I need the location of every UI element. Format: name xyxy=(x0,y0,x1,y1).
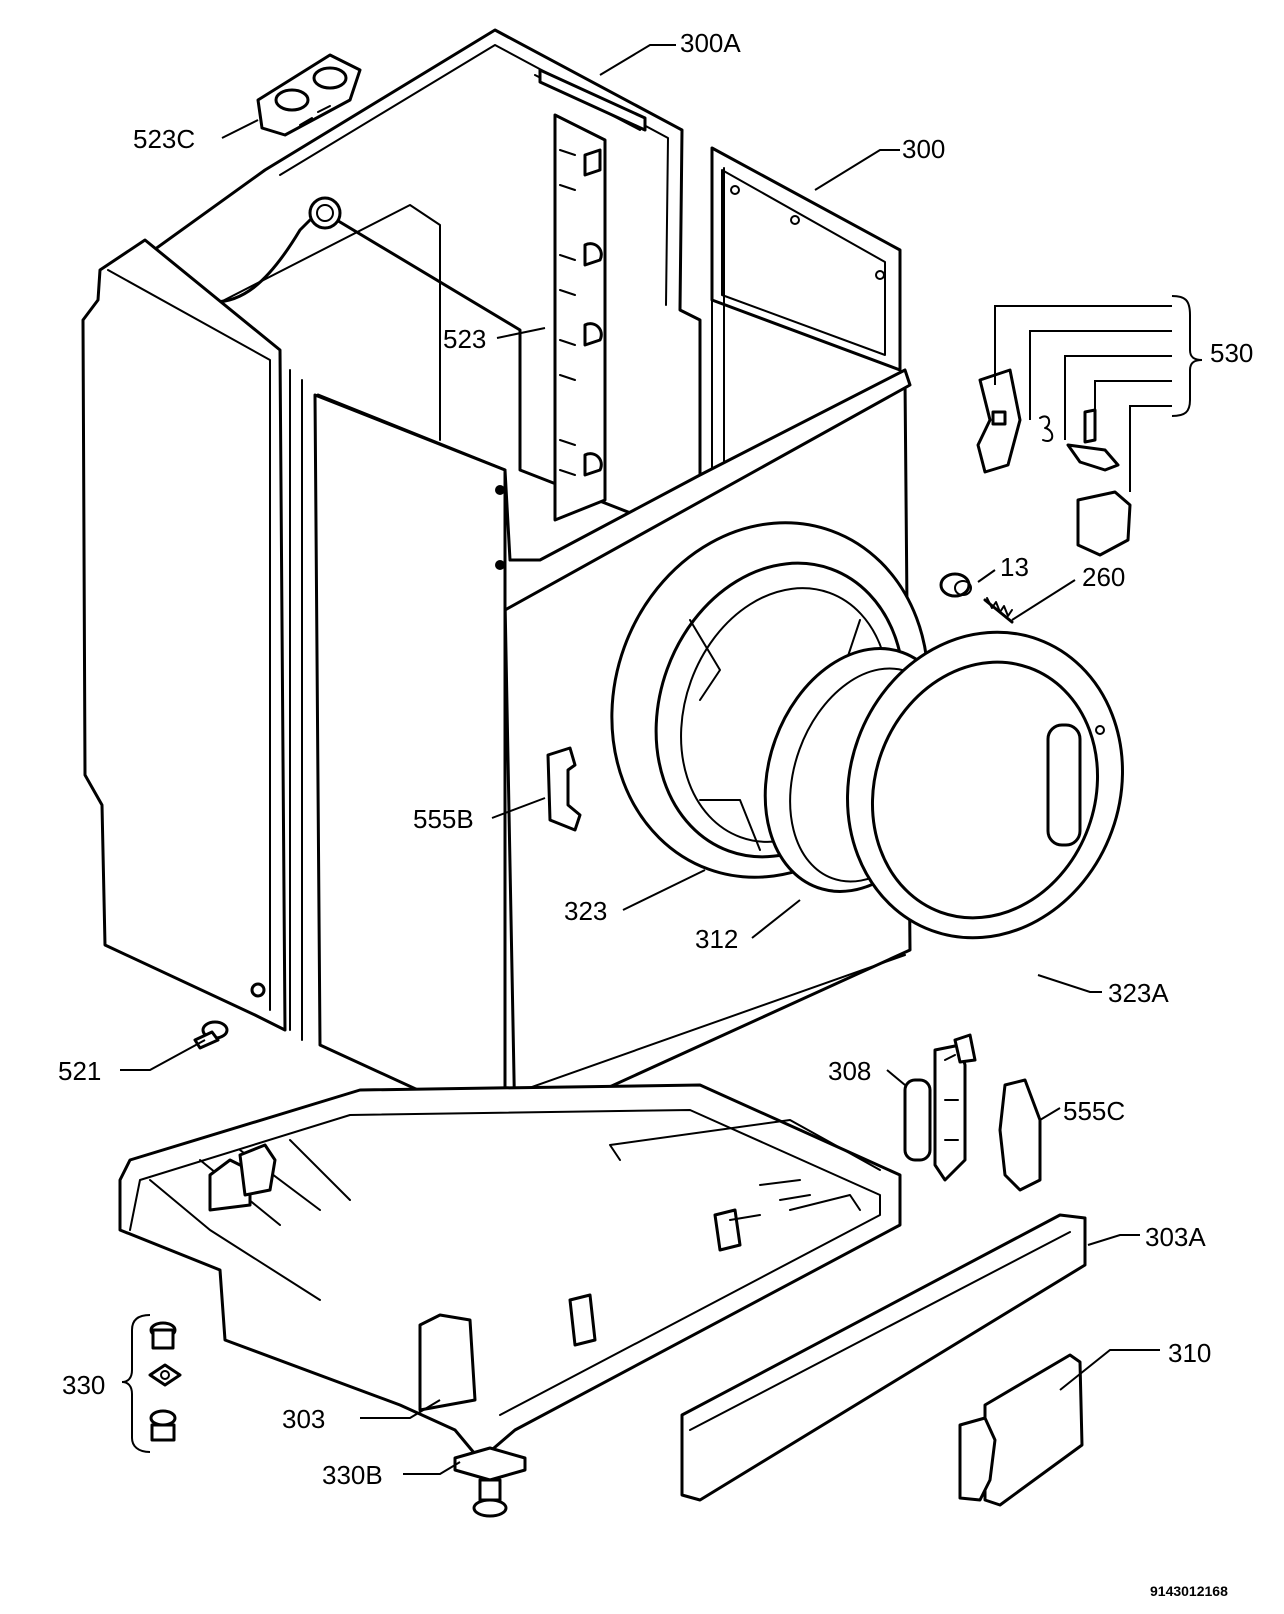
part-523C-clip xyxy=(256,53,362,137)
label-308: 308 xyxy=(828,1056,871,1086)
part-523-bracket-strip xyxy=(553,113,607,522)
document-code: 9143012168 xyxy=(1150,1583,1228,1599)
label-521: 521 xyxy=(58,1056,101,1086)
part-308-hinge xyxy=(903,1033,977,1182)
label-300A: 300A xyxy=(680,28,741,58)
label-303: 303 xyxy=(282,1404,325,1434)
part-330-fastener-kit xyxy=(148,1321,182,1442)
label-555B: 555B xyxy=(413,804,474,834)
label-310: 310 xyxy=(1168,1338,1211,1368)
part-330B-foot xyxy=(453,1446,527,1518)
part-left-panel xyxy=(81,238,303,1041)
part-310-filter-cover xyxy=(958,1353,1084,1507)
part-530-handle-kit xyxy=(976,368,1132,557)
label-555C: 555C xyxy=(1063,1096,1125,1126)
label-260: 260 xyxy=(1082,562,1125,592)
part-13-bushing xyxy=(939,572,972,598)
label-312: 312 xyxy=(695,924,738,954)
label-523C: 523C xyxy=(133,124,195,154)
leader-lines xyxy=(120,44,1203,1475)
label-303A: 303A xyxy=(1145,1222,1206,1252)
label-530: 530 xyxy=(1210,338,1253,368)
part-323A-door xyxy=(846,630,1124,940)
label-13: 13 xyxy=(1000,552,1029,582)
label-300: 300 xyxy=(902,134,945,164)
part-555C-strike xyxy=(998,1078,1042,1192)
part-260-spring xyxy=(983,597,1014,624)
label-330B: 330B xyxy=(322,1460,383,1490)
label-330: 330 xyxy=(62,1370,105,1400)
part-521-screw xyxy=(193,1020,229,1050)
part-303A-panel-strip xyxy=(680,1213,1087,1502)
callout-labels: 300A 523C 300 530 523 13 260 555B 323 31… xyxy=(58,28,1253,1599)
label-323A: 323A xyxy=(1108,978,1169,1008)
label-523: 523 xyxy=(443,324,486,354)
part-303-base-frame xyxy=(118,1083,902,1462)
part-555B-latch xyxy=(546,746,582,832)
label-323: 323 xyxy=(564,896,607,926)
